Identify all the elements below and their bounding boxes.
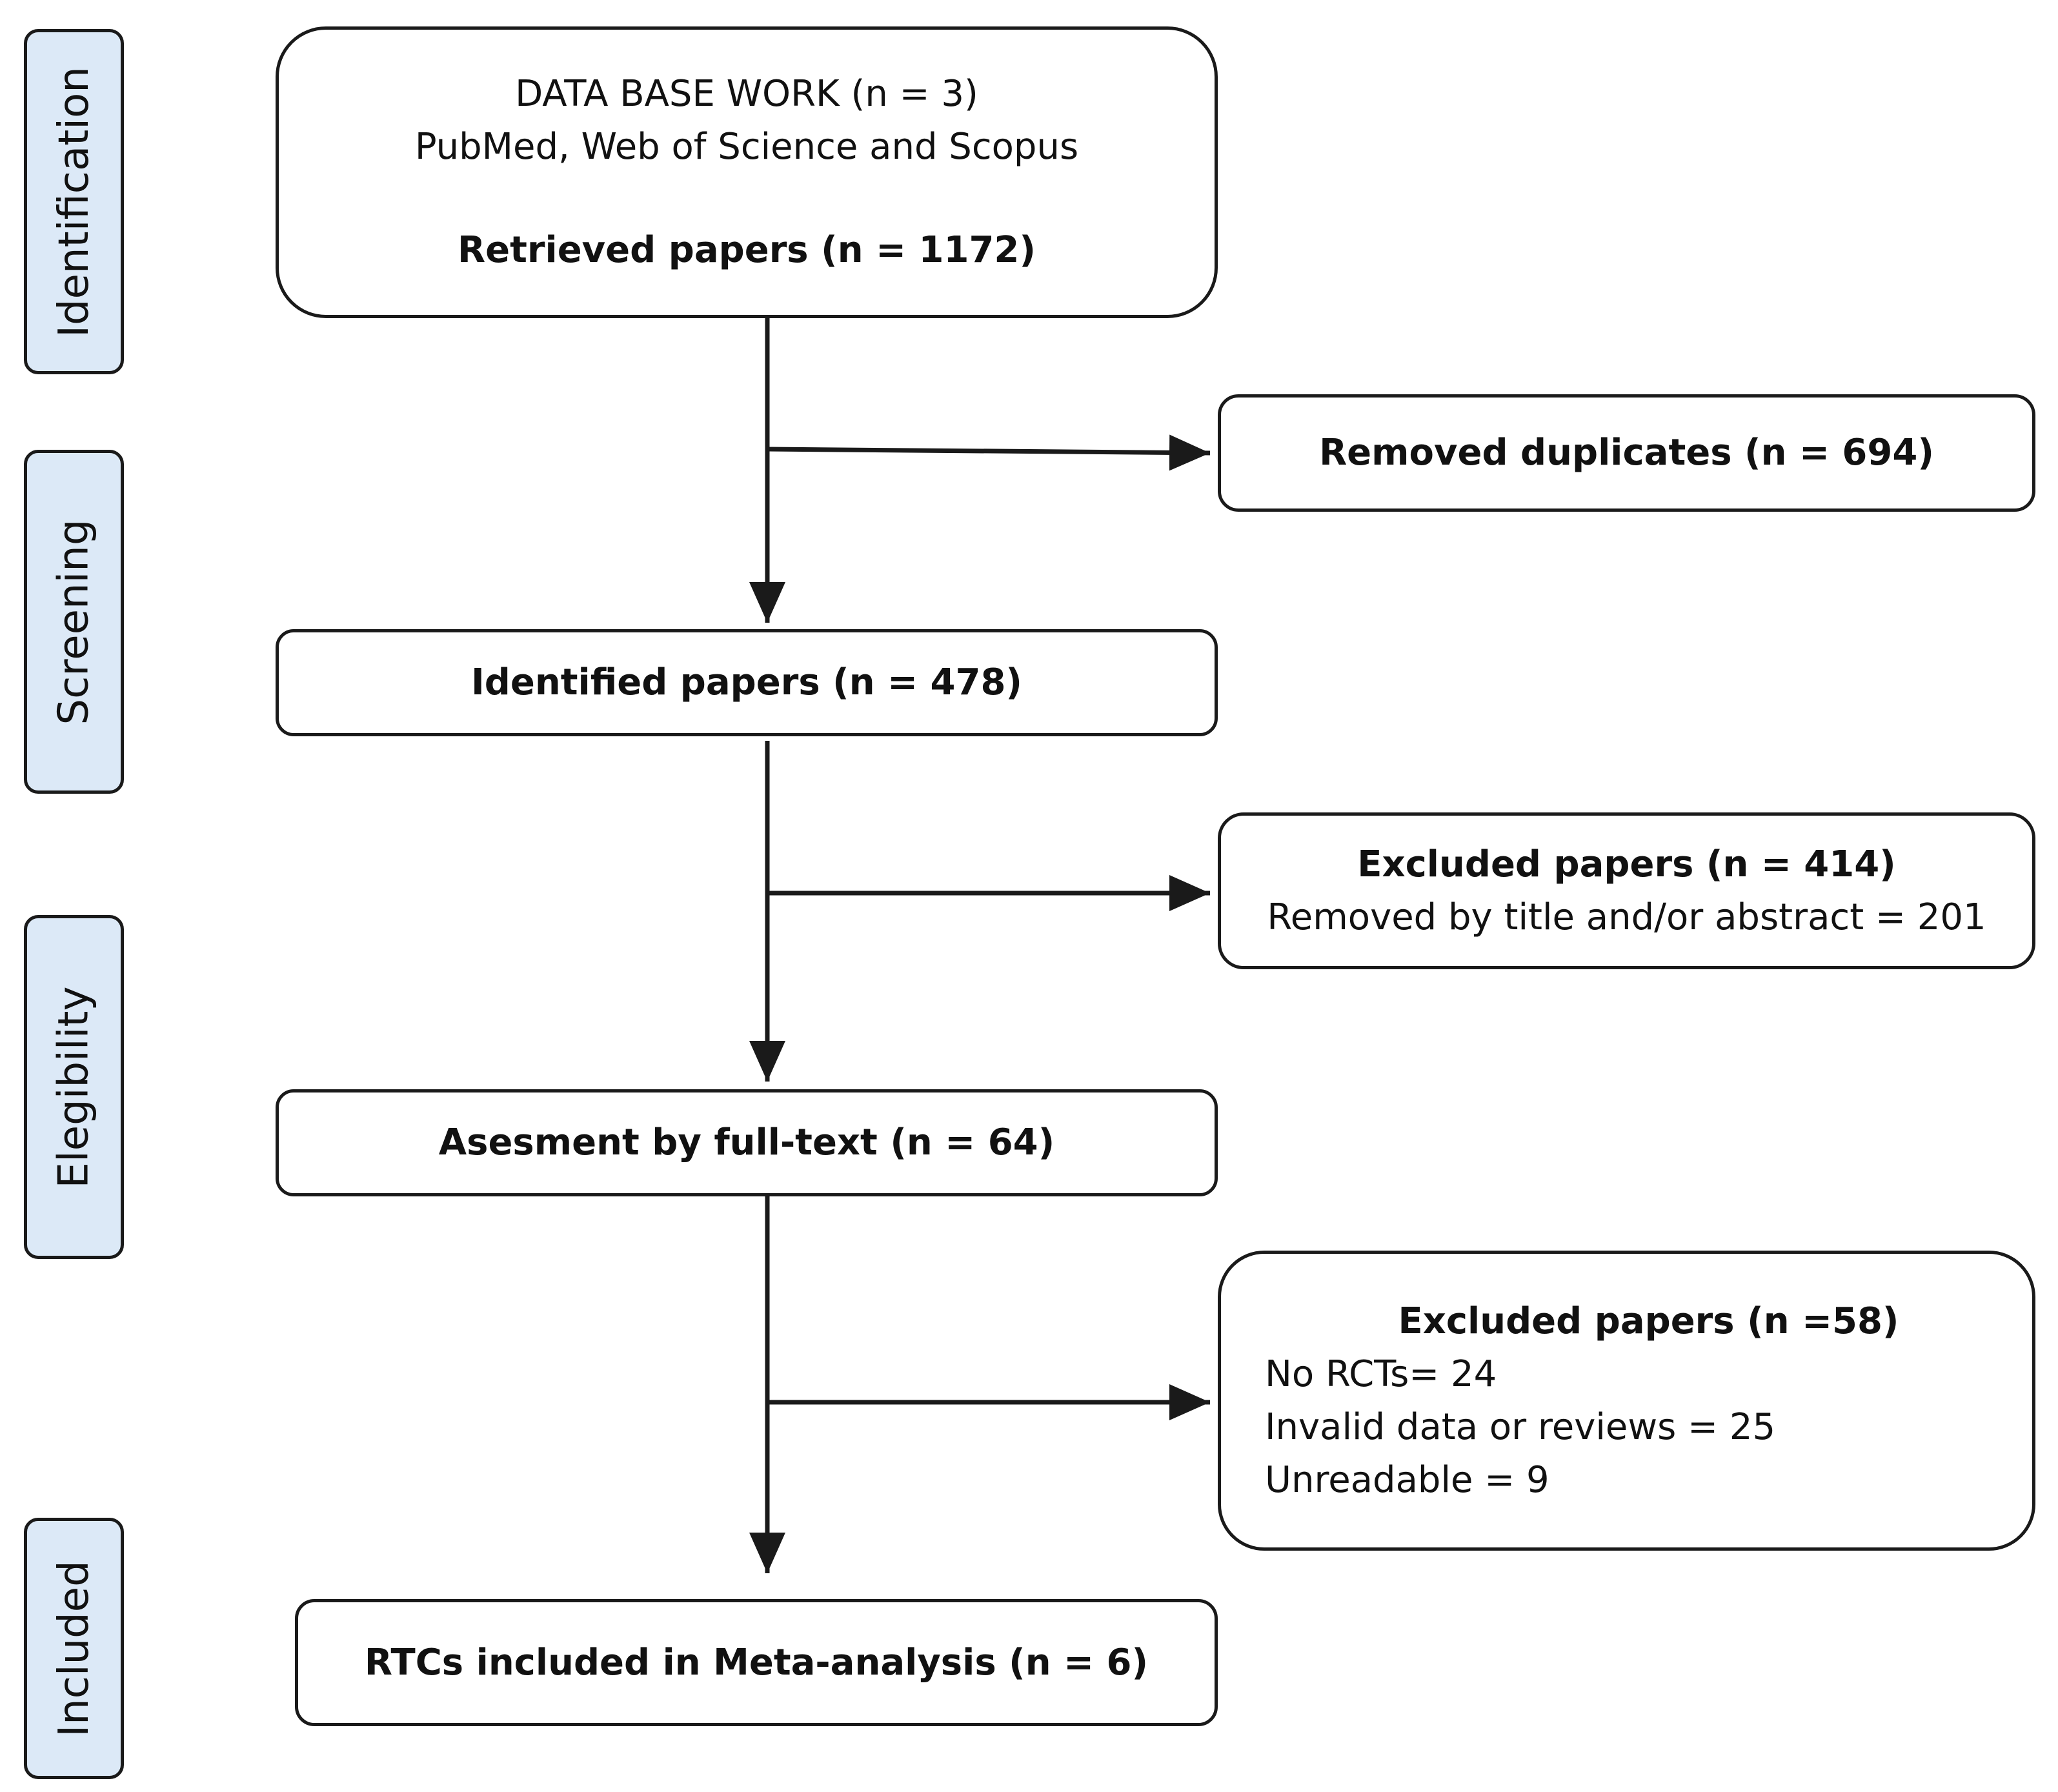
included-studies-count: RTCs included in Meta-analysis (n = 6) <box>364 1641 1149 1684</box>
stage-label-identification: Identification <box>50 66 98 337</box>
database-line2: PubMed, Web of Science and Scopus <box>414 126 1079 168</box>
stage-tab-eligibility: Elegibility <box>24 915 124 1259</box>
excluded-title-heading: Excluded papers (n = 414) <box>1357 843 1896 885</box>
excluded-title-detail: Removed by title and/or abstract = 201 <box>1267 896 1986 938</box>
database-line1: DATA BASE WORK (n = 3) <box>515 73 978 115</box>
stage-tab-included: Included <box>24 1518 124 1779</box>
excluded-no-rcts: No RCTs= 24 <box>1265 1353 1497 1395</box>
identified-box: Identified papers (n = 478) <box>276 629 1218 736</box>
excluded-full-box: Excluded papers (n =58) No RCTs= 24 Inva… <box>1218 1251 2035 1551</box>
retrieved-papers-count: Retrieved papers (n = 1172) <box>458 229 1036 271</box>
removed-duplicates-count: Removed duplicates (n = 694) <box>1319 432 1934 474</box>
excluded-title-box: Excluded papers (n = 414) Removed by tit… <box>1218 812 2035 969</box>
excluded-unreadable: Unreadable = 9 <box>1265 1458 1549 1501</box>
arrow-to-duplicates <box>767 434 1211 471</box>
stage-tab-identification: Identification <box>24 29 124 374</box>
included-box: RTCs included in Meta-analysis (n = 6) <box>295 1599 1218 1726</box>
excluded-invalid-data: Invalid data or reviews = 25 <box>1265 1405 1776 1448</box>
fulltext-assessment-count: Asesment by full-text (n = 64) <box>438 1122 1055 1163</box>
stage-label-included: Included <box>50 1560 98 1737</box>
database-box: DATA BASE WORK (n = 3) PubMed, Web of Sc… <box>276 26 1218 318</box>
fulltext-box: Asesment by full-text (n = 64) <box>276 1089 1218 1196</box>
duplicates-box: Removed duplicates (n = 694) <box>1218 394 2035 512</box>
stage-tab-screening: Screening <box>24 450 124 794</box>
stage-label-eligibility: Elegibility <box>50 986 98 1188</box>
stage-label-screening: Screening <box>50 519 98 725</box>
identified-papers-count: Identified papers (n = 478) <box>470 661 1023 703</box>
excluded-full-heading: Excluded papers (n =58) <box>1398 1300 1899 1342</box>
